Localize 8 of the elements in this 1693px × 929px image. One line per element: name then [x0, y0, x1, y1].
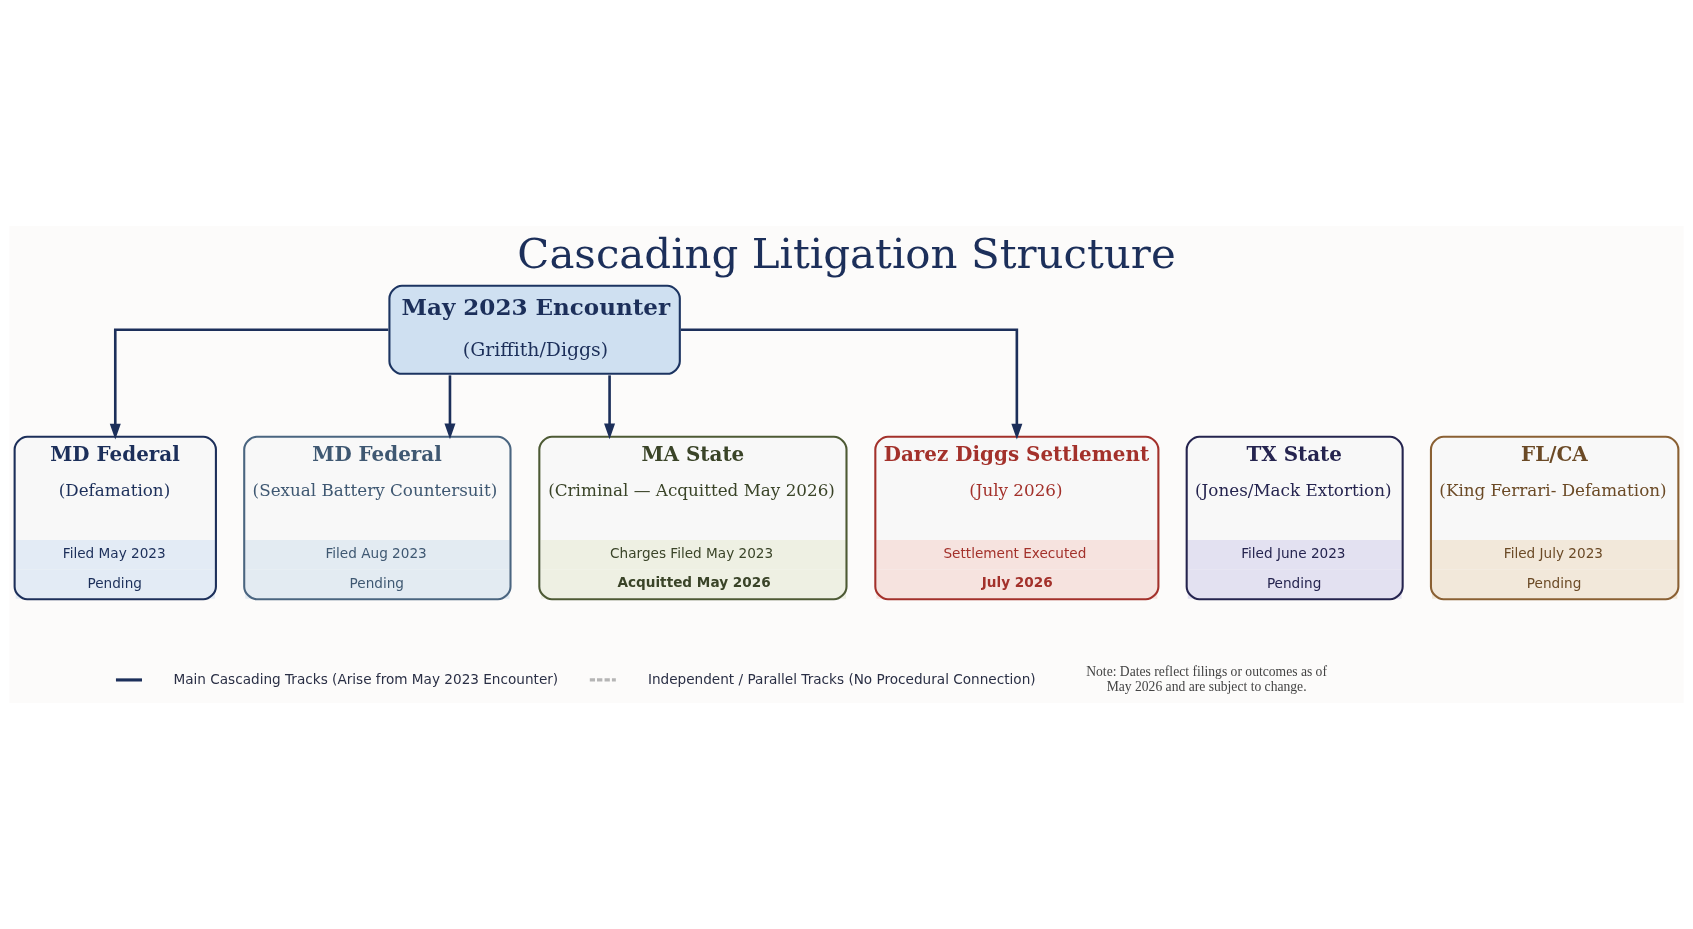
- legend-label: Main Cascading Tracks (Arise from May 2023 Encounter): [173, 670, 559, 687]
- arrow: [680, 328, 1023, 440]
- arrow: [109, 328, 389, 440]
- diagram-title: Cascading Litigation Structure: [517, 228, 1176, 278]
- arrow: [604, 375, 616, 440]
- label: Note: Dates reflect filings or outcomes as of May 2026 and are subject to change.: [1086, 664, 1327, 694]
- arrow: [444, 375, 456, 440]
- legend-label: Independent / Parallel Tracks (No Procedural Connection): [647, 670, 1036, 687]
